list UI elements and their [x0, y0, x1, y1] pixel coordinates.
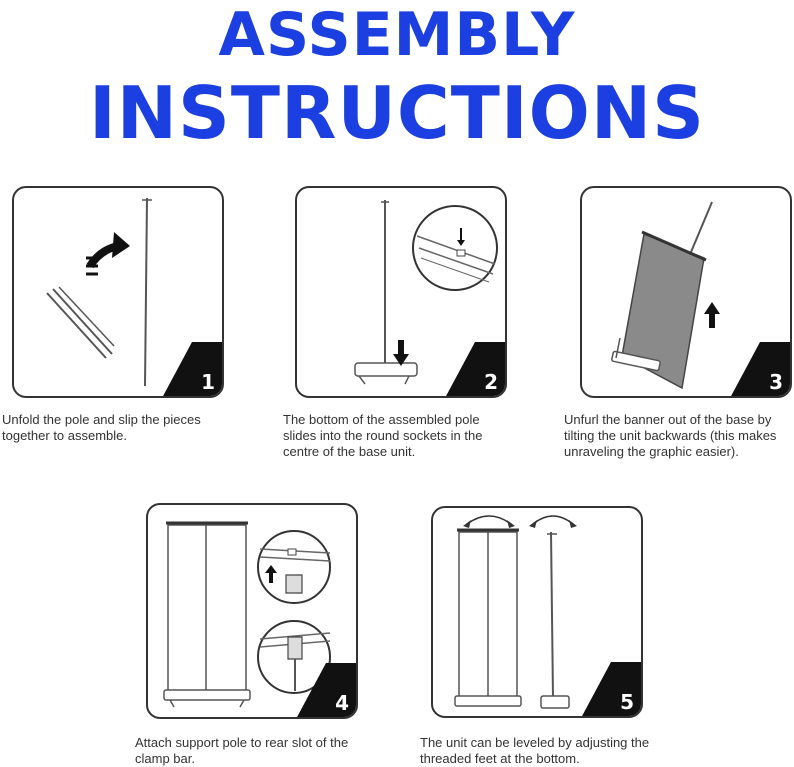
step-2-caption: The bottom of the assembled pole slides …	[283, 412, 483, 459]
title-line-1: ASSEMBLY	[218, 0, 576, 70]
support-pole-illustration	[163, 521, 331, 708]
step-2-panel: 2	[295, 186, 507, 398]
base-socket-illustration	[354, 200, 498, 385]
step-3-badge: 3	[730, 342, 790, 396]
rotate-arrow-icon	[463, 515, 515, 528]
step-number: 3	[769, 370, 783, 394]
title-line-2: INSTRUCTIONS	[89, 71, 705, 155]
step-1-panel: 1	[12, 186, 224, 398]
banner-unfurl-illustration	[611, 201, 720, 390]
step-5-caption: The unit can be leveled by adjusting the…	[420, 735, 650, 766]
down-arrow-icon	[393, 340, 409, 366]
step-number: 1	[201, 370, 215, 394]
step-5-panel: 5	[431, 506, 643, 718]
step-number: 5	[620, 690, 634, 714]
curved-arrow-icon	[86, 232, 130, 276]
step-3-caption: Unfurl the banner out of the base by til…	[564, 412, 777, 459]
leveling-feet-illustration	[454, 515, 577, 709]
step-1-caption: Unfold the pole and slip the pieces toge…	[2, 412, 201, 443]
step-4-badge: 4	[296, 663, 356, 717]
pole-pieces-illustration	[46, 197, 152, 387]
rotate-arrow-icon	[529, 515, 577, 528]
up-arrow-icon	[265, 565, 277, 583]
up-arrow-icon	[704, 302, 720, 328]
step-2-badge: 2	[445, 342, 505, 396]
step-1-badge: 1	[162, 342, 222, 396]
step-3-panel: 3	[580, 186, 792, 398]
step-5-badge: 5	[581, 662, 641, 716]
step-number: 2	[484, 370, 498, 394]
step-number: 4	[335, 691, 349, 715]
step-4-caption: Attach support pole to rear slot of the …	[135, 735, 349, 766]
step-4-panel: 4	[146, 503, 358, 719]
